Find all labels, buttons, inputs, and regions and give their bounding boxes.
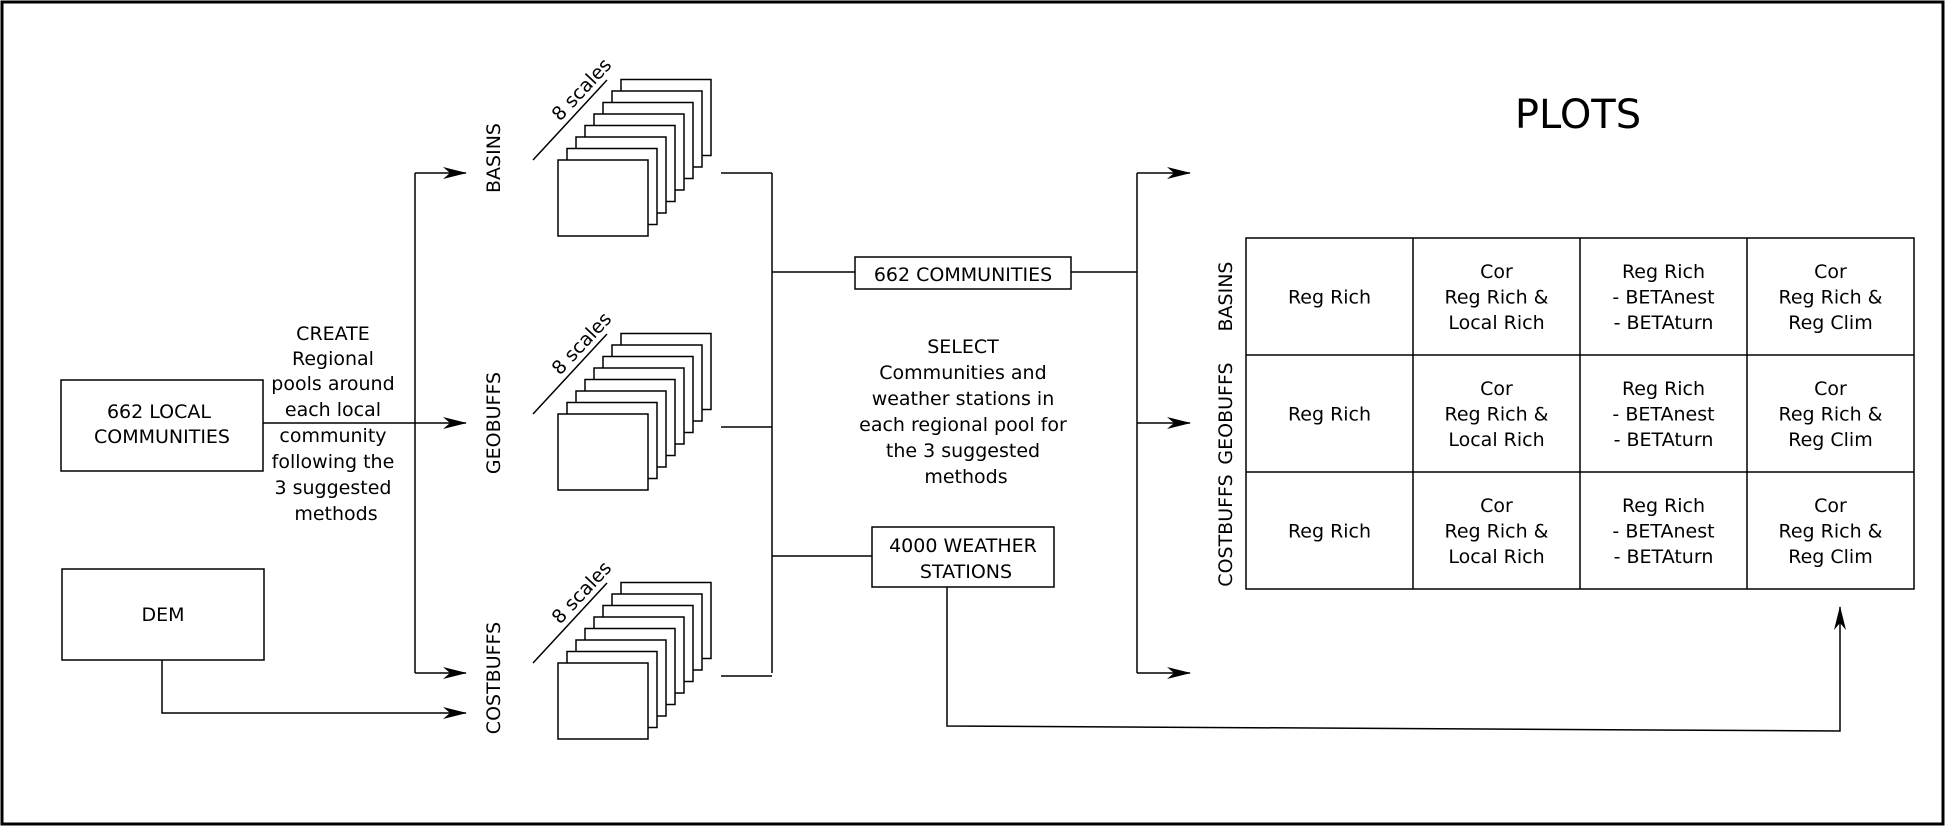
scale-sheet [557,662,649,740]
middle-connectors [771,167,1846,732]
local-communities-label: 662 LOCAL COMMUNITIES [94,401,230,448]
scale-sheet [557,159,649,237]
table-cell: Reg Rich [1288,521,1371,543]
table-row-label: GEOBUFFS [1215,362,1237,464]
table-cell: Reg Rich [1288,404,1371,426]
scales-slash [532,582,608,664]
method-label-geobuffs: GEOBUFFS [483,372,505,474]
select-text: SELECT Communities and weather stations … [859,336,1073,488]
table-cell: Reg Rich [1288,287,1371,309]
scale-sheet [557,413,649,491]
communities-label: 662 COMMUNITIES [874,264,1052,286]
table-cell: Reg Rich- BETAnest- BETAturn [1612,378,1714,451]
table-cell: Reg Rich- BETAnest- BETAturn [1612,495,1714,568]
table-row-label: COSTBUFFS [1215,474,1237,586]
create-pools-text: CREATE Regional pools around each local … [271,323,400,525]
dem-label: DEM [141,604,184,626]
table-cell: Reg Rich- BETAnest- BETAturn [1612,261,1714,334]
method-label-costbuffs: COSTBUFFS [483,622,505,734]
local-communities-box: 662 LOCAL COMMUNITIES [60,379,264,472]
method-label-basins: BASINS [483,123,505,193]
weather-stations-box: 4000 WEATHER STATIONS [871,526,1055,588]
scale-stack: 8 scales [532,54,772,237]
scales-slash [532,79,608,161]
table-row-label: BASINS [1215,262,1237,332]
scales-slash [532,333,608,415]
scale-stack: 8 scales [532,308,772,491]
left-connectors [161,167,467,719]
scale-stack: 8 scales [532,557,772,740]
communities-box: 662 COMMUNITIES [854,256,1072,290]
plots-title: PLOTS [1515,92,1641,138]
dem-box: DEM [61,568,265,661]
scale-stacks: 8 scales 8 scales 8 scales [532,54,772,740]
weather-stations-label: 4000 WEATHER STATIONS [889,535,1043,583]
